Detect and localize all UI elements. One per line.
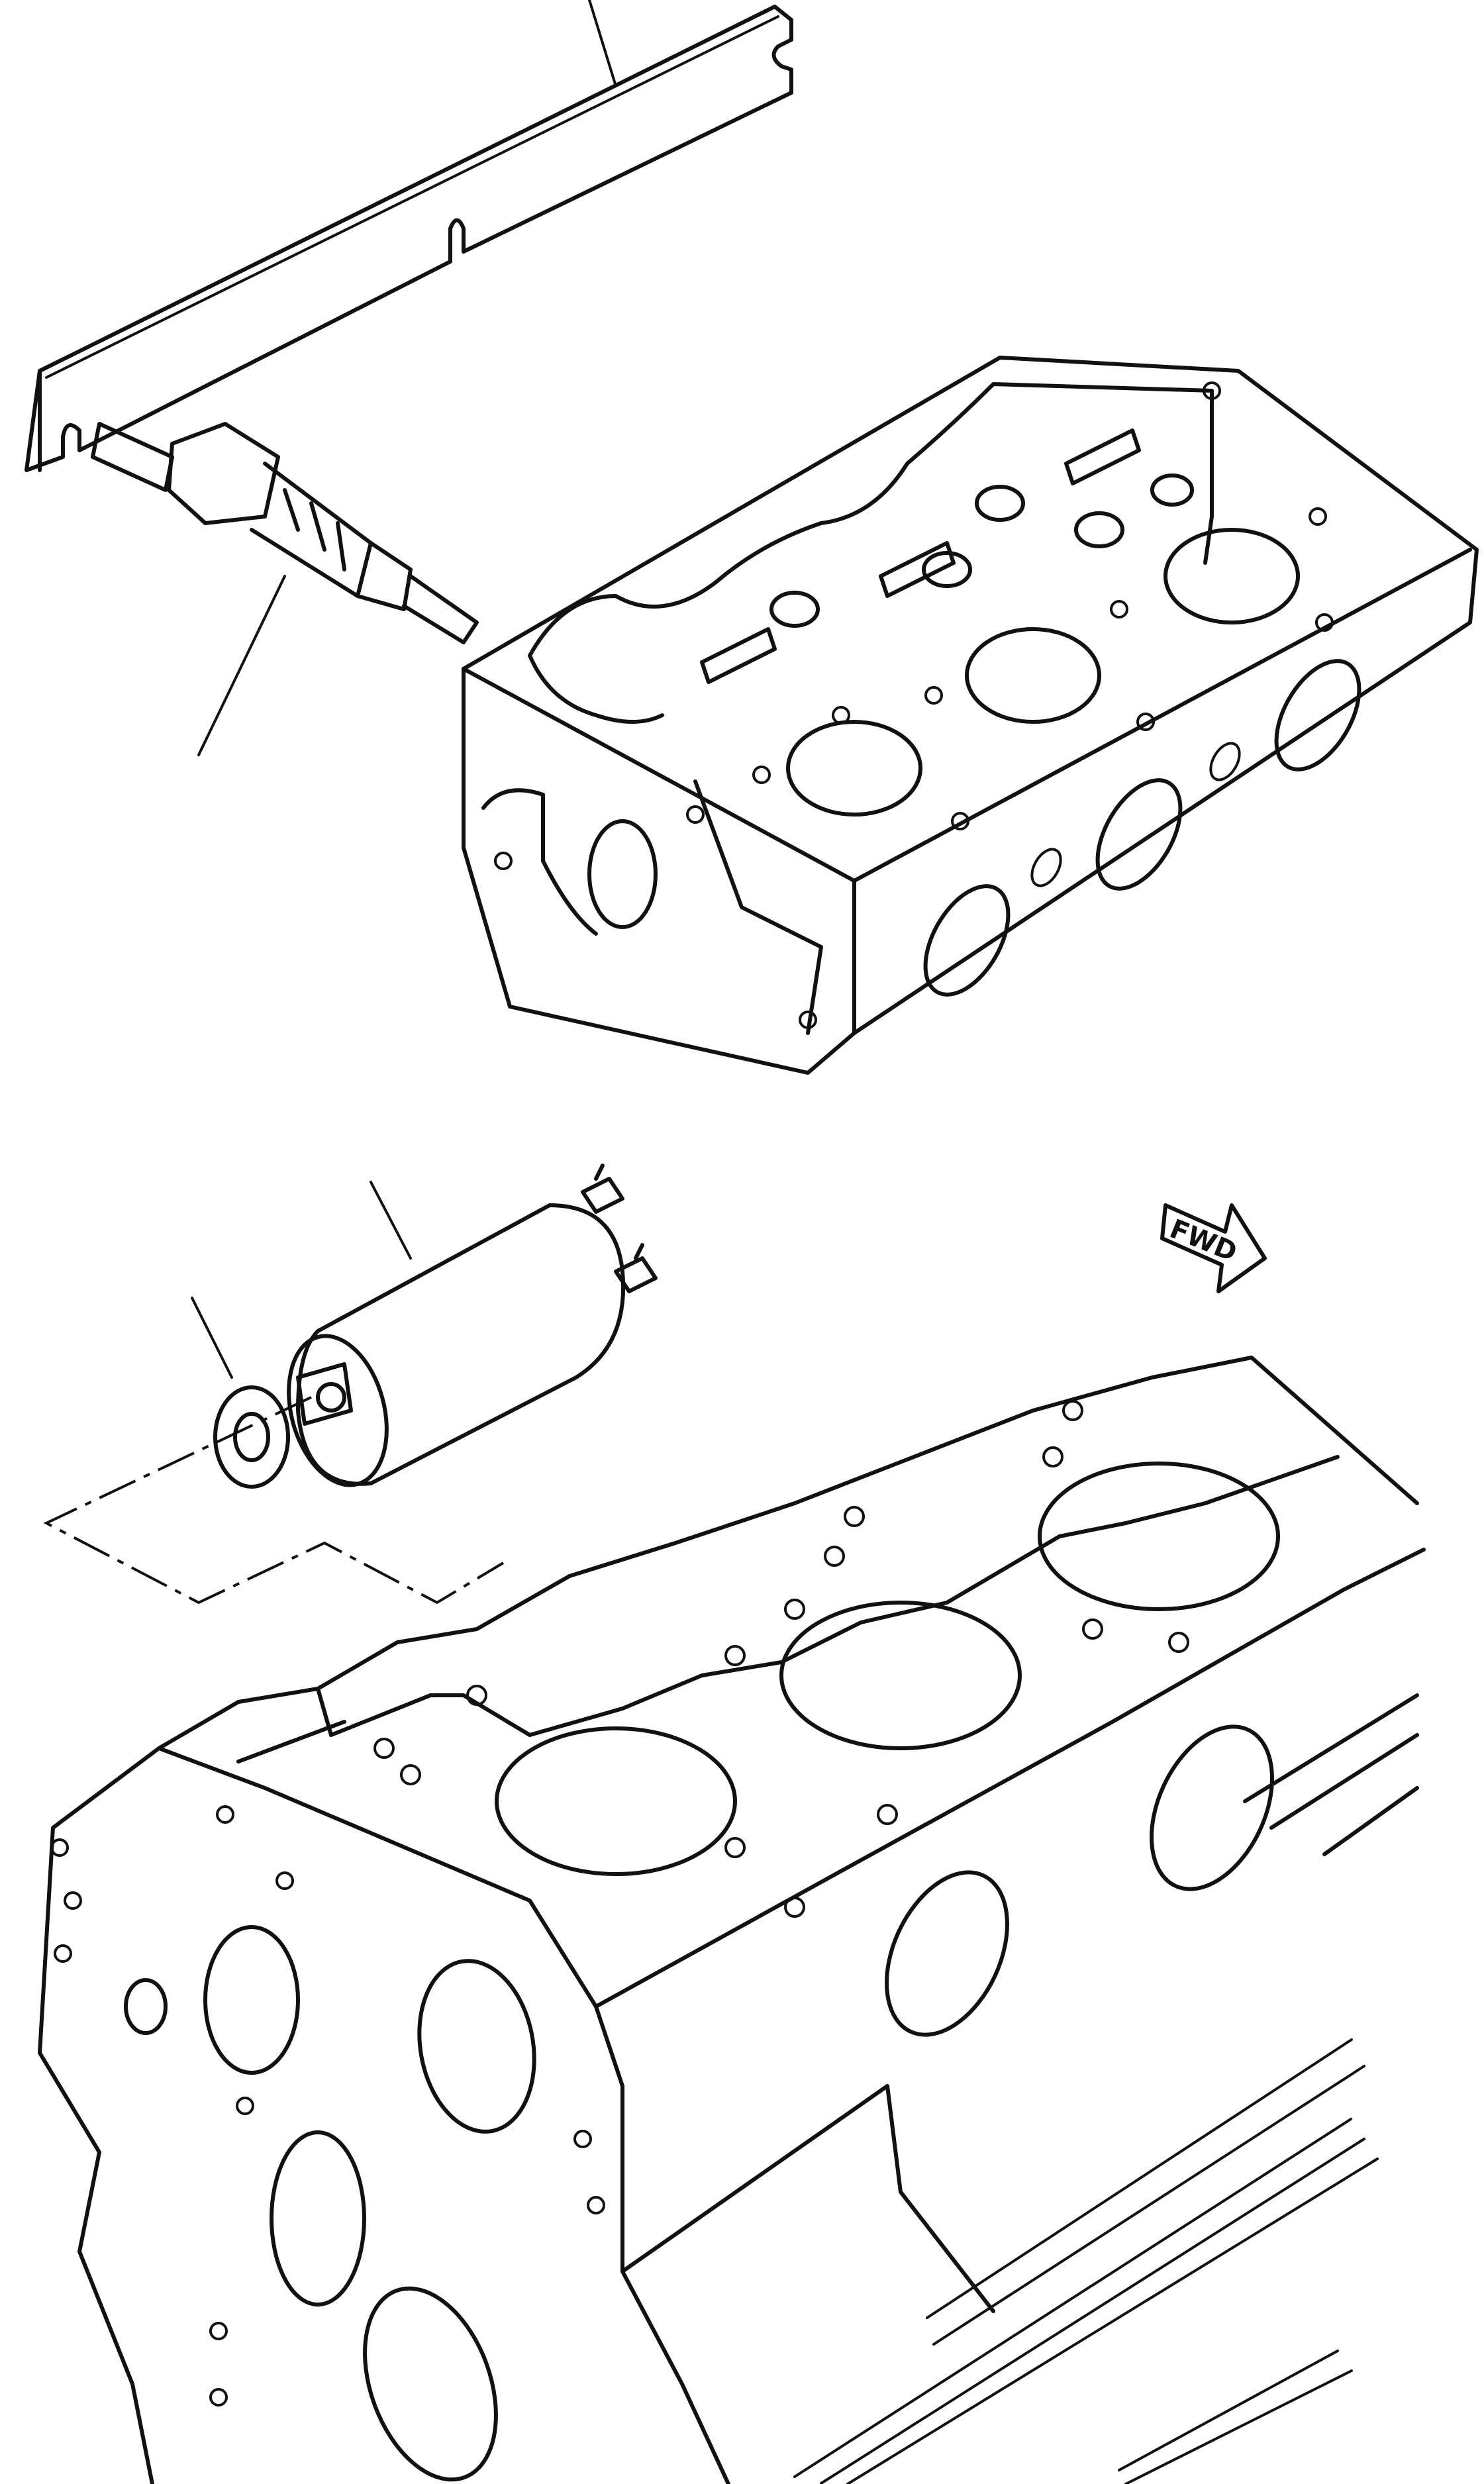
combustion-chamber-3 <box>1163 528 1300 624</box>
linkage-rod <box>25 5 793 472</box>
cylinder-head <box>462 356 1479 1075</box>
cylinder-block <box>38 1356 1426 2484</box>
combustion-chamber-1 <box>786 720 922 817</box>
solenoid-washer <box>213 1385 290 1489</box>
install-centerline <box>43 1396 505 1605</box>
forward-direction-arrow: FWD <box>1160 1203 1267 1293</box>
fuel-stop-solenoid <box>287 1164 658 1487</box>
cylinder-bore-2 <box>779 1601 1022 1750</box>
callout-leader-2 <box>197 575 286 756</box>
cylinder-bore-3 <box>1038 1462 1280 1611</box>
cylinder-bore-1 <box>495 1726 737 1876</box>
callout-leader-1 <box>588 0 617 87</box>
callout-leader-4 <box>191 1297 233 1379</box>
glow-plug <box>91 422 479 644</box>
combustion-chamber-2 <box>965 627 1101 724</box>
callout-leader-3 <box>370 1181 412 1260</box>
